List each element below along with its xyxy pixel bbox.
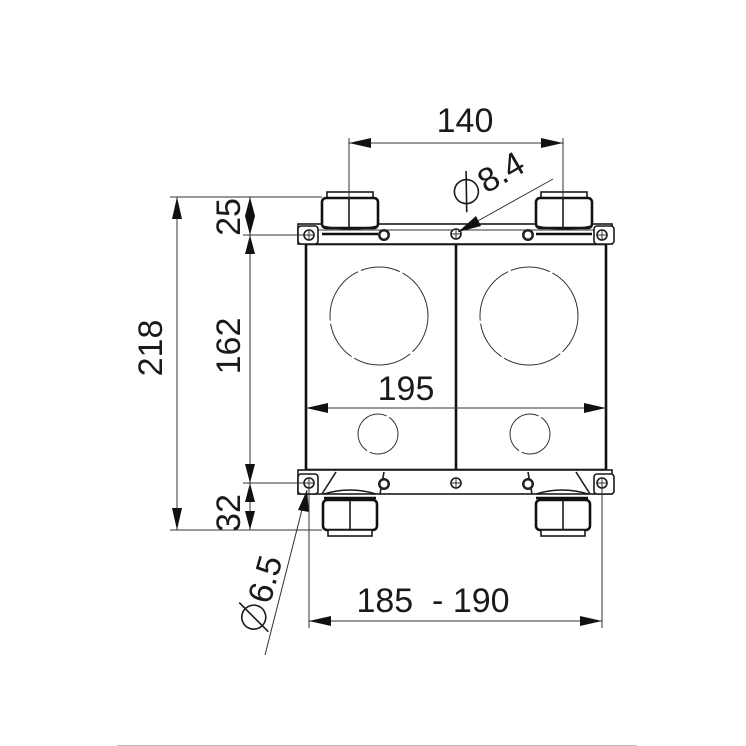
dim-label-140: 140 [437, 102, 494, 140]
dim-total-height: 218 [132, 196, 322, 531]
top-fitting-right [534, 191, 594, 236]
dim-body-width: 195 [306, 370, 606, 413]
diameter-symbol-icon [453, 178, 480, 205]
dim-label-185-190: 185 - 190 [356, 582, 509, 620]
diameter-symbol-icon [240, 604, 267, 630]
dim-mounting-width: 185 - 190 [308, 488, 603, 628]
dim-label-32: 32 [210, 494, 248, 532]
small-opening-left [357, 413, 399, 455]
small-opening-right [509, 413, 551, 455]
dim-vertical-stack: 25 162 32 [210, 197, 305, 532]
mixer-body [304, 242, 608, 472]
bottom-fitting-left [321, 489, 379, 537]
top-mounting-rail [297, 223, 615, 245]
dim-label-218: 218 [132, 320, 170, 377]
large-opening-left [329, 266, 429, 366]
top-fitting-left [320, 191, 380, 236]
dim-label-195: 195 [378, 370, 435, 408]
dim-label-25: 25 [210, 198, 248, 236]
large-opening-right [479, 266, 579, 366]
dim-label-8-4: 8.4 [471, 144, 531, 201]
bottom-fitting-right [534, 489, 592, 537]
dim-label-162: 162 [210, 318, 248, 375]
dim-connection-spacing: 140 [348, 102, 564, 198]
dim-label-6-5: 6.5 [241, 551, 291, 607]
